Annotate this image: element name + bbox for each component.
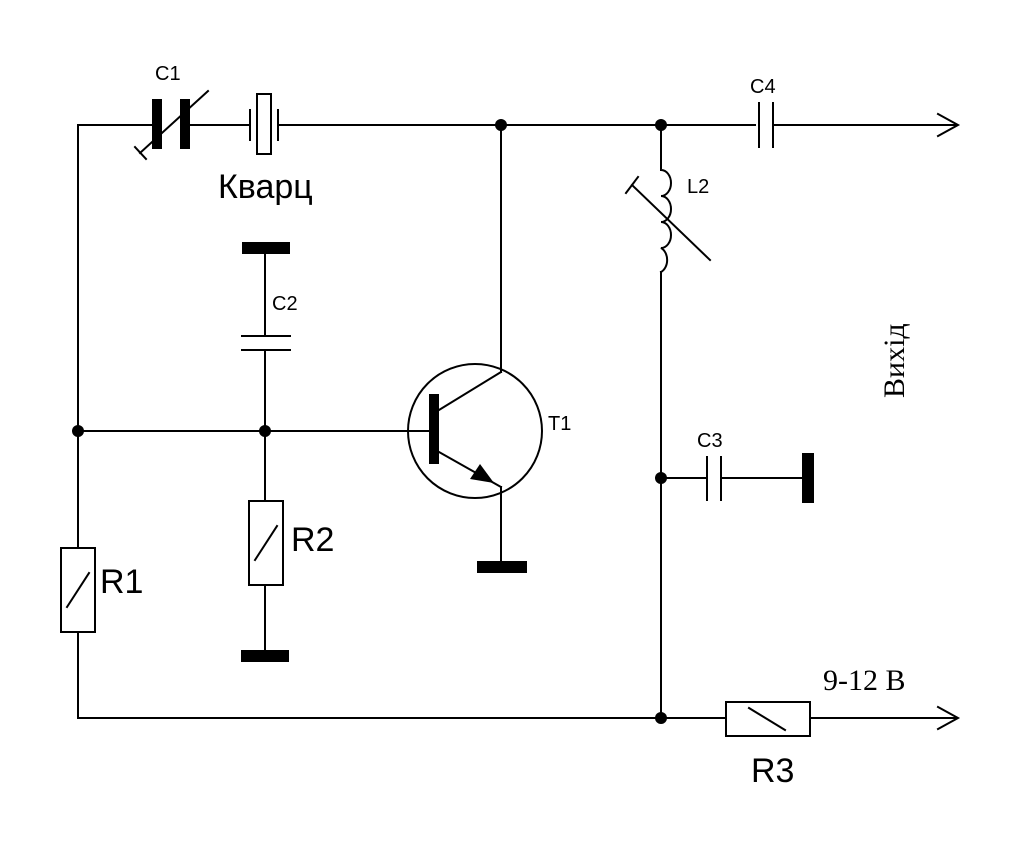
c1-variable-tick-icon — [133, 145, 148, 161]
label-t1: T1 — [548, 413, 571, 435]
capacitor-c4 — [758, 102, 774, 148]
junction-dot — [655, 119, 667, 131]
junction-dot — [259, 425, 271, 437]
r3-slash-icon — [747, 706, 787, 732]
c3-ground-bar — [802, 453, 814, 503]
label-output: Вихід — [878, 323, 911, 398]
labels: C1 Кварц C2 C4 L2 T1 C3 R1 R2 R3 9-12 В … — [100, 63, 911, 790]
quartz-crystal — [249, 93, 279, 155]
resistor-r3 — [725, 701, 811, 737]
quartz-body — [256, 93, 272, 155]
junction-dot — [655, 472, 667, 484]
label-r3: R3 — [751, 752, 794, 790]
supply-arrow-icon — [936, 705, 961, 731]
resistor-r1 — [60, 547, 96, 633]
label-c3: C3 — [697, 430, 723, 452]
wires — [77, 112, 961, 731]
junction-dot — [495, 119, 507, 131]
t1-collector-lead — [437, 370, 503, 412]
l2-variable-tick-icon — [624, 175, 640, 195]
transistor-t1 — [407, 363, 543, 573]
r2-slash-icon — [253, 524, 279, 562]
r3-body — [725, 701, 811, 737]
label-c4: C4 — [750, 76, 776, 98]
inductor-l2 — [624, 168, 712, 274]
l2-coil — [659, 168, 672, 274]
capacitor-c1 — [133, 89, 210, 161]
resistor-r2 — [241, 500, 289, 662]
c1-plate-right — [180, 99, 190, 149]
t1-envelope — [407, 363, 543, 499]
l2-variable-arrow-icon — [630, 183, 712, 262]
t1-emitter-arrow-icon — [470, 464, 494, 483]
capacitor-c2 — [241, 242, 291, 351]
junction-dot — [72, 425, 84, 437]
label-c1: C1 — [155, 63, 181, 85]
junctions — [72, 119, 667, 724]
label-supply-voltage: 9-12 В — [823, 664, 906, 697]
label-l2: L2 — [687, 176, 709, 198]
label-r2: R2 — [291, 521, 334, 559]
r1-slash-icon — [65, 571, 91, 609]
t1-ground-bar — [477, 561, 527, 573]
junction-dot — [655, 712, 667, 724]
c2-ground-bar — [242, 242, 290, 254]
label-r1: R1 — [100, 563, 143, 601]
label-quartz: Кварц — [218, 168, 313, 206]
label-c2: C2 — [272, 293, 298, 315]
r2-ground-bar — [241, 650, 289, 662]
r2-body — [248, 500, 284, 586]
capacitor-c3 — [706, 453, 814, 503]
output-arrow-icon — [936, 112, 961, 138]
c1-plate-left — [152, 99, 162, 149]
t1-base-bar — [429, 394, 439, 464]
c1-variable-arrow-icon — [138, 89, 210, 155]
